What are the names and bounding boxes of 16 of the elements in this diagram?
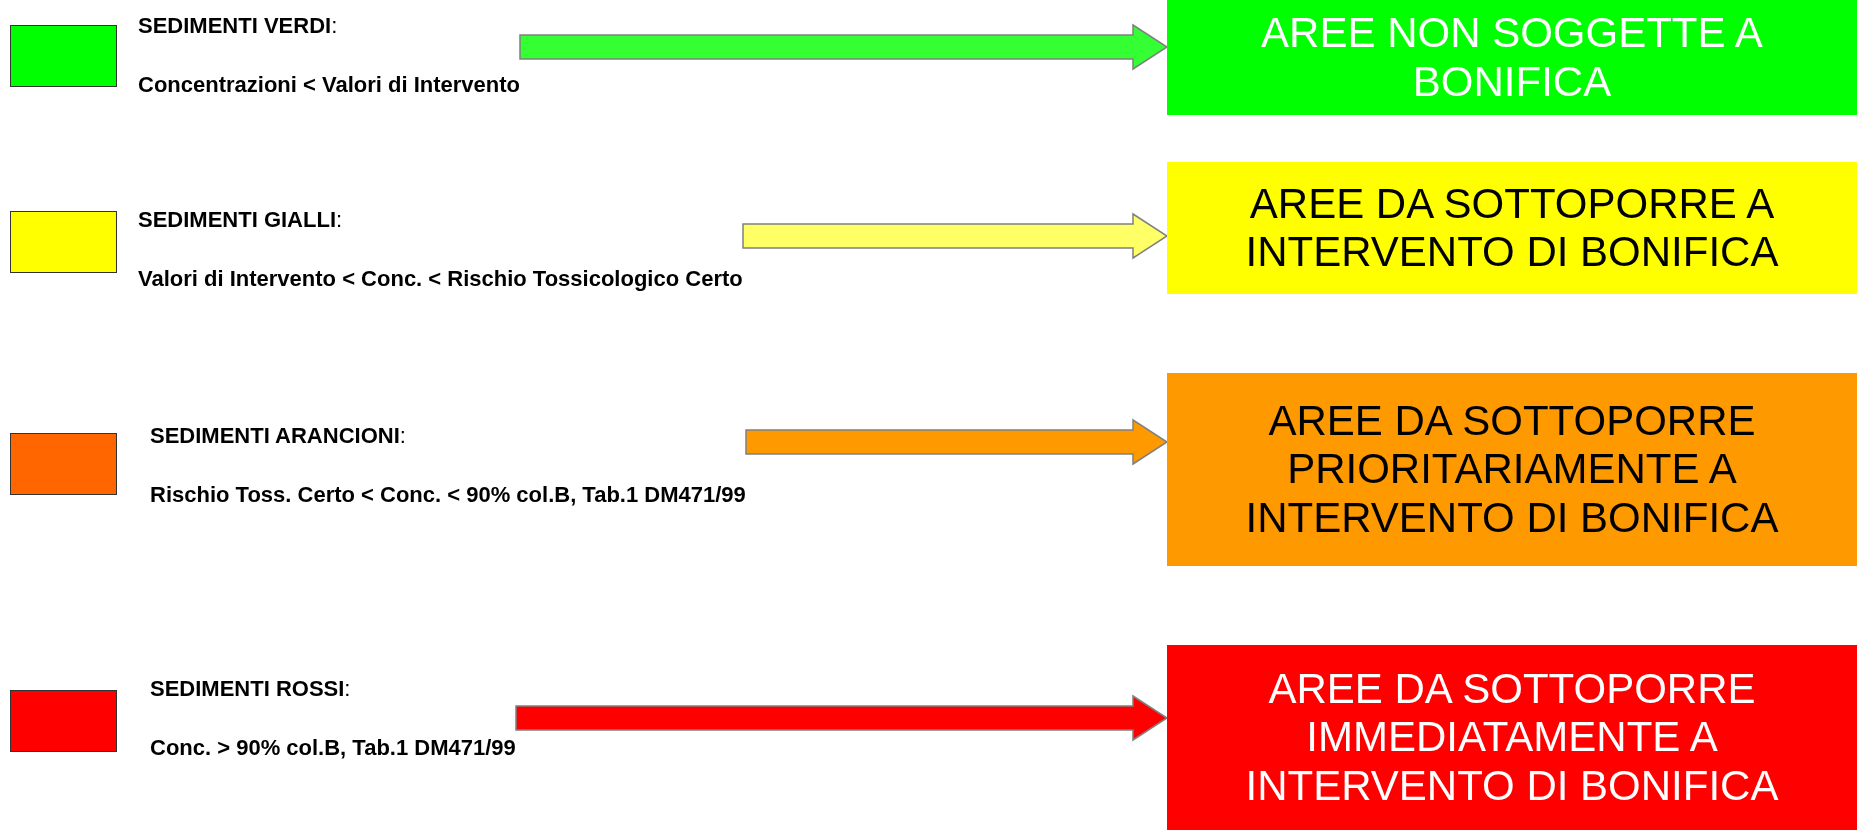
arrow <box>515 694 1169 742</box>
category-heading: SEDIMENTI VERDI: <box>138 12 338 40</box>
concentration-condition: Rischio Toss. Certo < Conc. < 90% col.B, Tab.1 DM471/99 <box>150 481 746 509</box>
outcome-box: AREE DA SOTTOPORRE IMMEDIATAMENTE A INTERVENTO DI BONIFICA <box>1167 645 1857 830</box>
concentration-condition: Concentrazioni < Valori di Intervento <box>138 71 520 99</box>
outcome-box: AREE NON SOGGETTE A BONIFICA <box>1167 0 1857 115</box>
category-heading: SEDIMENTI GIALLI: <box>138 206 343 234</box>
concentration-condition: Valori di Intervento < Conc. < Rischio Tossicologico Certo <box>138 265 743 293</box>
arrow <box>745 418 1169 466</box>
category-heading: SEDIMENTI ARANCIONI: <box>150 422 406 450</box>
arrow <box>742 212 1169 260</box>
outcome-box: AREE DA SOTTOPORRE PRIORITARIAMENTE A INTERVENTO DI BONIFICA <box>1167 373 1857 566</box>
outcome-box: AREE DA SOTTOPORRE A INTERVENTO DI BONIFICA <box>1167 162 1857 294</box>
category-heading: SEDIMENTI ROSSI: <box>150 675 351 703</box>
concentration-condition: Conc. > 90% col.B, Tab.1 DM471/99 <box>150 734 516 762</box>
arrow <box>519 23 1169 71</box>
